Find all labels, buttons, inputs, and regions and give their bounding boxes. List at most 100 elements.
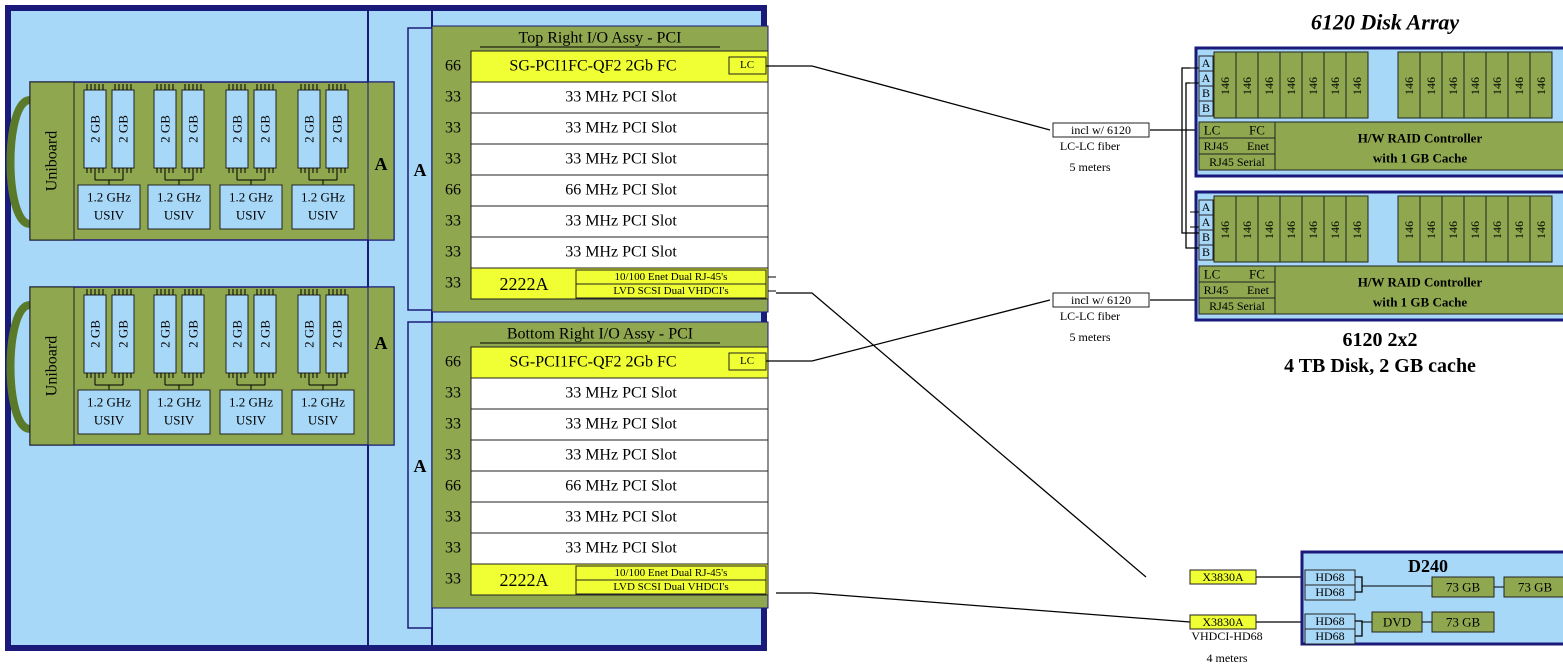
io-assembly-title: Bottom Right I/O Assy - PCI bbox=[507, 326, 693, 343]
dimm-size: 2 GB bbox=[186, 115, 201, 143]
cable-desc: LC-LC fiber bbox=[1060, 309, 1120, 323]
cable-tag-label: incl w/ 6120 bbox=[1071, 293, 1131, 307]
d240-bus bbox=[1355, 620, 1363, 637]
slot-speed: 66 bbox=[445, 354, 461, 371]
enet-label: Enet bbox=[1247, 283, 1270, 297]
pci-slot-empty bbox=[470, 112, 769, 145]
slot-speed: 33 bbox=[445, 213, 461, 230]
cable-tag bbox=[1052, 292, 1150, 308]
disk-drive bbox=[1431, 611, 1495, 633]
pci-slot-empty bbox=[470, 532, 769, 565]
cpu-speed: 1.2 GHz bbox=[301, 190, 345, 205]
cable-tag bbox=[1052, 122, 1150, 138]
slot-speed: 33 bbox=[445, 385, 461, 402]
loop-cable-left bbox=[1181, 67, 1199, 234]
lc-port-label: LC bbox=[740, 59, 754, 71]
fiber-cable-bottom bbox=[766, 299, 1051, 362]
lc-label: LC bbox=[1204, 267, 1221, 282]
loop-port-label: B bbox=[1202, 86, 1210, 100]
hd68-label: HD68 bbox=[1315, 614, 1344, 628]
cpu-type: USIV bbox=[308, 208, 339, 223]
disk-drive bbox=[1503, 576, 1563, 598]
disk-size: 73 GB bbox=[1518, 580, 1553, 595]
disk-size: 146 bbox=[1446, 221, 1460, 239]
disk-size: 146 bbox=[1284, 221, 1298, 239]
cable-tag bbox=[1189, 569, 1257, 585]
dimm-size: 2 GB bbox=[258, 115, 273, 143]
loop-cable-right bbox=[1185, 82, 1199, 249]
a-label: A bbox=[375, 154, 388, 174]
a-label: A bbox=[414, 456, 427, 476]
fc-hba-label: SG-PCI1FC-QF2 2Gb FC bbox=[509, 58, 676, 75]
pci-slot-label: 33 MHz PCI Slot bbox=[565, 120, 677, 137]
pci-slot-label: 33 MHz PCI Slot bbox=[565, 213, 677, 230]
pci-slot-label: 33 MHz PCI Slot bbox=[565, 447, 677, 464]
slot-speed: 33 bbox=[445, 509, 461, 526]
disk-size: 73 GB bbox=[1446, 580, 1481, 595]
pci-slot-label: 33 MHz PCI Slot bbox=[565, 244, 677, 261]
dimm-size: 2 GB bbox=[302, 320, 317, 348]
disk-size: 146 bbox=[1350, 77, 1364, 95]
raid-controller-cache: with 1 GB Cache bbox=[1373, 151, 1467, 166]
disk-size: 146 bbox=[1350, 221, 1364, 239]
cpu-speed: 1.2 GHz bbox=[87, 190, 131, 205]
io-a-bracket-top bbox=[407, 27, 433, 311]
cpu-module bbox=[77, 184, 141, 230]
disk-drive bbox=[1529, 51, 1553, 119]
disk-drive bbox=[1529, 195, 1553, 263]
raid-controller bbox=[1274, 265, 1563, 315]
uniboard-handle bbox=[6, 96, 32, 228]
disk-size: 146 bbox=[1490, 77, 1504, 95]
vhdci-port bbox=[575, 283, 767, 299]
lc-label: LC bbox=[1204, 123, 1221, 138]
scsi-card-label: 2222A bbox=[500, 570, 549, 590]
array-caption-capacity: 4 TB Disk, 2 GB cache bbox=[1284, 355, 1476, 377]
cpu-speed: 1.2 GHz bbox=[87, 395, 131, 410]
slot-speed: 33 bbox=[445, 571, 461, 588]
disk-size: 146 bbox=[1468, 221, 1482, 239]
rj45-label: RJ45 bbox=[1204, 283, 1229, 297]
loop-port bbox=[1198, 100, 1214, 117]
cable-desc: VHDCI-HD68 bbox=[1191, 629, 1262, 643]
cpu-speed: 1.2 GHz bbox=[157, 395, 201, 410]
cable-tag bbox=[1189, 614, 1257, 630]
loop-port-label: B bbox=[1202, 245, 1210, 259]
loop-port-label: A bbox=[1202, 71, 1211, 85]
pci-slot-label: 33 MHz PCI Slot bbox=[565, 416, 677, 433]
slot-speed: 66 bbox=[445, 182, 461, 199]
cpu-speed: 1.2 GHz bbox=[229, 395, 273, 410]
array-title: 6120 Disk Array bbox=[1311, 10, 1460, 35]
disk-size: 146 bbox=[1284, 77, 1298, 95]
array-caption-model: 6120 2x2 bbox=[1343, 329, 1418, 351]
disk-size: 146 bbox=[1306, 77, 1320, 95]
disk-size: 146 bbox=[1240, 77, 1254, 95]
lc-port-label: LC bbox=[740, 355, 754, 367]
a-label: A bbox=[414, 160, 427, 180]
d240-title: D240 bbox=[1408, 556, 1448, 576]
scsi-cable-bottom bbox=[776, 592, 1191, 623]
cpu-type: USIV bbox=[308, 413, 339, 428]
cable-tag-label: X3830A bbox=[1202, 570, 1244, 584]
cable-tag-label: X3830A bbox=[1202, 615, 1244, 629]
fc-label: FC bbox=[1249, 123, 1265, 138]
disk-size: 146 bbox=[1218, 221, 1232, 239]
disk-size: 146 bbox=[1468, 77, 1482, 95]
loop-port-label: B bbox=[1202, 101, 1210, 115]
cable-length: 4 meters bbox=[1207, 651, 1248, 665]
loop-port-label: A bbox=[1202, 215, 1211, 229]
slot-speed: 33 bbox=[445, 244, 461, 261]
fc-label: FC bbox=[1249, 267, 1265, 282]
scsi-card-label: 2222A bbox=[500, 274, 549, 294]
serial-label: RJ45 Serial bbox=[1209, 155, 1265, 169]
dimm-size: 2 GB bbox=[158, 115, 173, 143]
raid-controller-title: H/W RAID Controller bbox=[1358, 275, 1483, 290]
disk-size: 146 bbox=[1262, 221, 1276, 239]
vhdci-port bbox=[575, 579, 767, 595]
cable-desc: LC-LC fiber bbox=[1060, 139, 1120, 153]
uniboard-a-connector bbox=[367, 286, 395, 446]
dvd-label: DVD bbox=[1383, 615, 1411, 630]
disk-size: 146 bbox=[1446, 77, 1460, 95]
disk-size: 146 bbox=[1240, 221, 1254, 239]
slot-speed: 33 bbox=[445, 540, 461, 557]
uniboard-label: Uniboard bbox=[44, 131, 61, 191]
